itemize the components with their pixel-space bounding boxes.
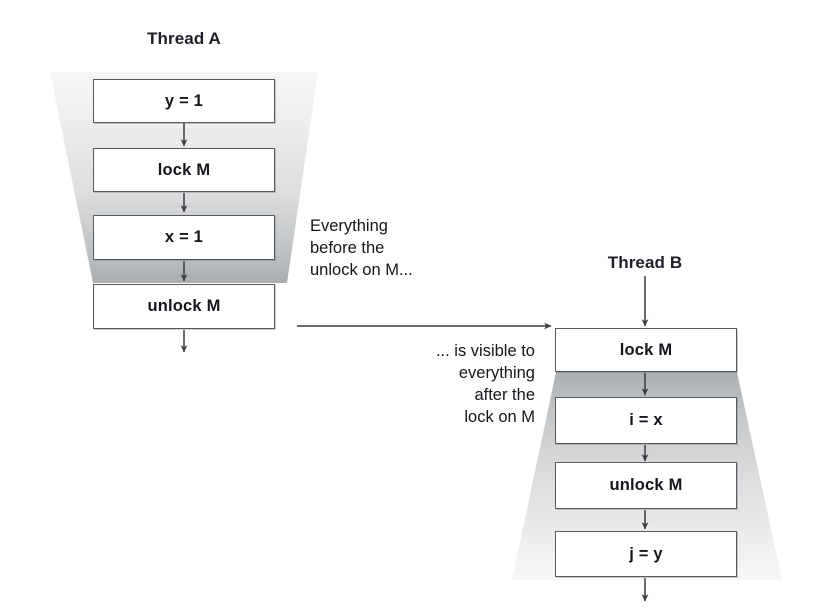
thread-b-step-unlock[interactable]: unlock M <box>555 462 737 509</box>
thread-b-step-j-assign[interactable]: j = y <box>555 531 737 577</box>
thread-b-step-i-assign[interactable]: i = x <box>555 397 737 444</box>
annotation-before-unlock: Everything before the unlock on M... <box>310 217 413 279</box>
thread-a-step-lock[interactable]: lock M <box>93 148 275 192</box>
annotation-after-lock: ... is visible to everything after the l… <box>435 342 535 426</box>
thread-a-title: Thread A <box>147 29 221 48</box>
thread-a-step-x-assign[interactable]: x = 1 <box>93 215 275 260</box>
thread-b-step-lock[interactable]: lock M <box>555 328 737 372</box>
thread-a-step-unlock[interactable]: unlock M <box>93 284 275 329</box>
thread-a-step-y-assign[interactable]: y = 1 <box>93 79 275 123</box>
thread-b-title: Thread B <box>607 253 683 272</box>
